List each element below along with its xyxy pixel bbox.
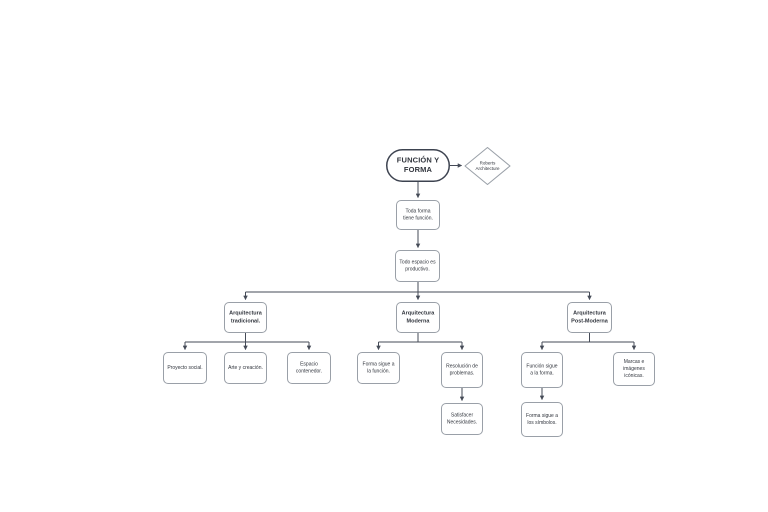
leaf-label: Resolución de problemas. [446, 363, 478, 377]
leaf-node-marcas-imagenes[interactable]: Marcas e imágenes icónicas. [613, 352, 655, 386]
leaf-node-resolucion-problemas[interactable]: Resolución de problemas. [441, 352, 483, 388]
branch-node-arquitectura-tradicional[interactable]: Arquitectura tradicional. [224, 302, 267, 333]
leaf-label: Función sigue a la forma. [526, 363, 558, 377]
diamond-shape [464, 147, 511, 185]
premise-label: Toda forma tiene función. [403, 208, 433, 222]
annotation-label: Roberts Architecture [475, 160, 500, 171]
premise-label: Todo espacio es productivo. [399, 259, 436, 273]
leaf-node-espacio-contenedor[interactable]: Espacio contenedor. [287, 352, 331, 384]
leaf-node-arte-y-creacion[interactable]: Arte y creación. [224, 352, 267, 384]
leaf-label: Arte y creación. [228, 365, 263, 371]
branch-label: Arquitectura tradicional. [229, 310, 262, 324]
leaf-label: Espacio contenedor. [295, 361, 323, 375]
branch-label: Arquitectura Moderna [401, 310, 435, 324]
premise-node-todo-espacio[interactable]: Todo espacio es productivo. [395, 250, 440, 282]
premise-node-toda-forma[interactable]: Toda forma tiene función. [396, 200, 440, 230]
leaf-node-forma-sigue-funcion[interactable]: Forma sigue a la función. [357, 352, 400, 384]
root-node-label: FUNCIÓN Y FORMA [396, 156, 440, 174]
leaf-label: Marcas e imágenes icónicas. [623, 359, 645, 379]
branch-node-arquitectura-moderna[interactable]: Arquitectura Moderna [396, 302, 440, 333]
root-node-funcion-y-forma[interactable]: FUNCIÓN Y FORMA [386, 149, 450, 182]
leaf-label: Satisfacer Necesidades. [446, 412, 478, 426]
leaf-node-forma-sigue-simbolos[interactable]: Forma sigue a los símbolos. [521, 402, 563, 437]
leaf-node-satisfacer-necesidades[interactable]: Satisfacer Necesidades. [441, 403, 483, 435]
leaf-node-funcion-sigue-forma[interactable]: Función sigue a la forma. [521, 352, 563, 388]
leaf-label: Forma sigue a la función. [362, 361, 395, 375]
branch-label: Arquitectura Post-Moderna [571, 310, 608, 324]
leaf-label: Forma sigue a los símbolos. [526, 413, 558, 426]
annotation-node-roberts-architecture[interactable]: Roberts Architecture [464, 147, 511, 185]
leaf-label: Proyecto social. [167, 365, 203, 371]
leaf-node-proyecto-social[interactable]: Proyecto social. [163, 352, 207, 384]
branch-node-arquitectura-post-moderna[interactable]: Arquitectura Post-Moderna [567, 302, 612, 333]
